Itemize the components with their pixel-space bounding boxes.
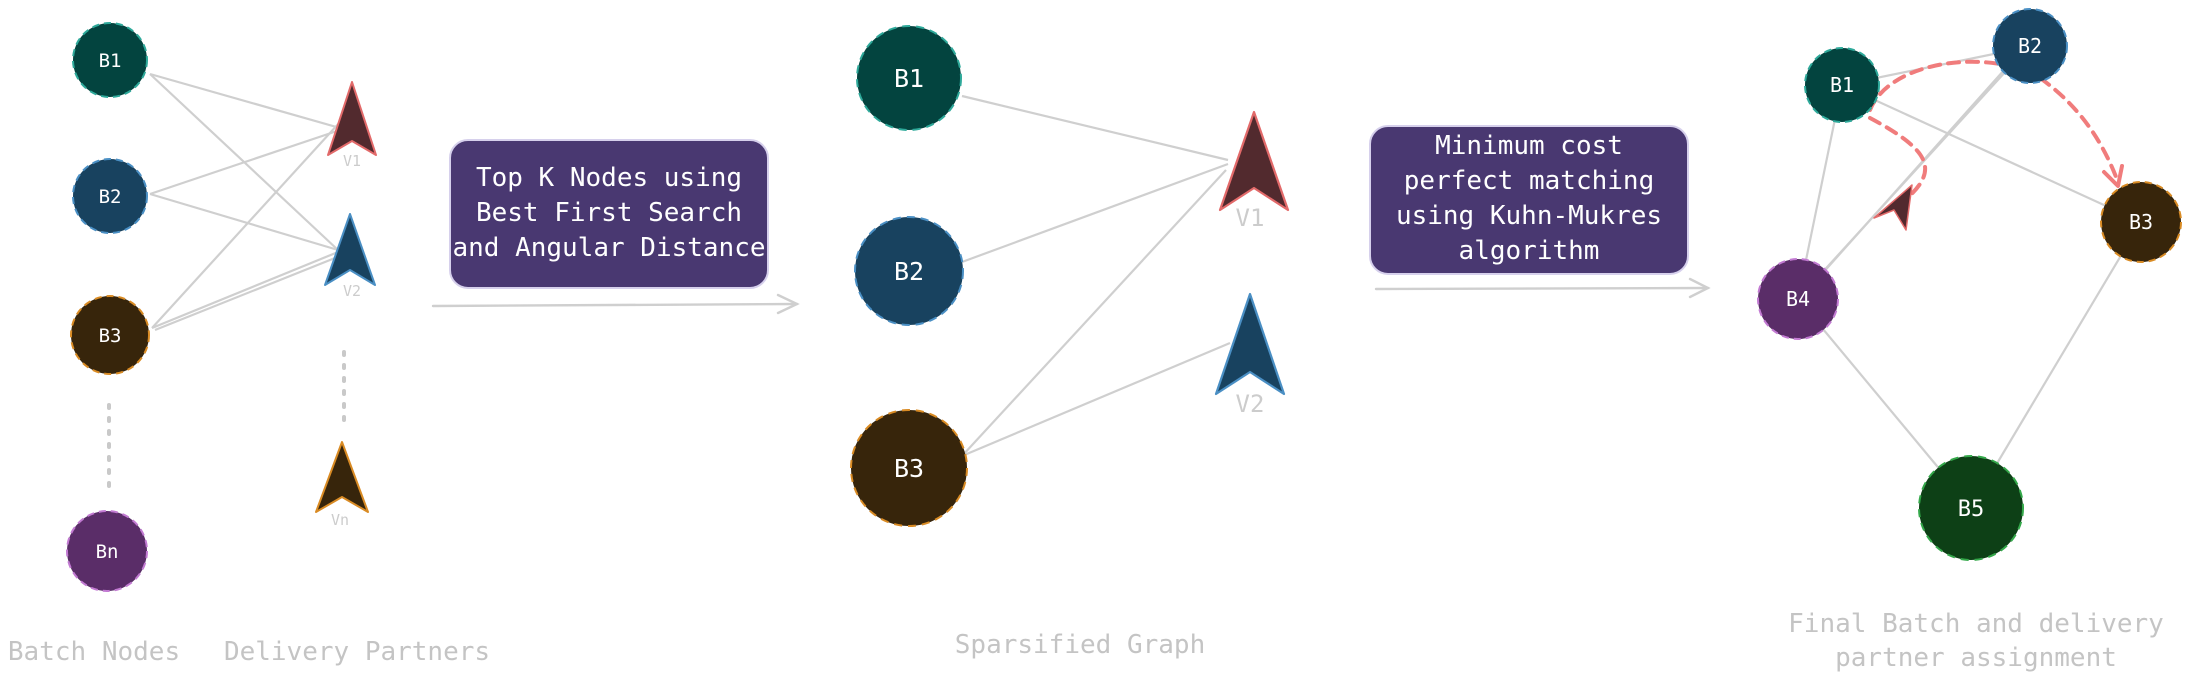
edge-b2-v2 — [149, 192, 339, 252]
batch-node-bn: Bn — [66, 510, 148, 592]
step-matching-box — [1369, 125, 1689, 275]
arrow-head-icon — [1688, 277, 1711, 299]
vehicle-arrow-icon — [324, 213, 376, 286]
edge-b2-v1 — [961, 162, 1229, 264]
batch-node-b2: B2 — [72, 158, 148, 234]
edge-b1-v1 — [961, 94, 1229, 162]
partner-vn: Vn — [315, 441, 369, 529]
step-top-k: Top K Nodes using Best First Search and … — [431, 139, 800, 315]
step-top-k-arrow — [431, 293, 800, 315]
edge-b3-v2 — [151, 250, 339, 330]
batch-node-b2-circle — [1992, 8, 2068, 84]
arrow-head-icon — [776, 293, 800, 315]
partner-v2: V2 — [1214, 292, 1286, 418]
caption-delivery-partners: Delivery Partners — [224, 637, 490, 667]
panel-sparsified-graph: B1 B2 B3 V1 V2 Sparsified Graph — [850, 25, 1290, 660]
batch-node-b1-label: B1 — [1830, 73, 1854, 97]
batch-node-b4: B4 — [1757, 258, 1839, 340]
caption-final-assignment-line-1: Final Batch and delivery — [1788, 609, 2164, 639]
step-top-k-arrow-shaft — [431, 302, 799, 308]
batch-node-b3-label: B3 — [2129, 210, 2153, 234]
vehicle-arrow-icon — [327, 81, 377, 156]
partner-v1: V1 — [1218, 110, 1290, 232]
batch-node-b1-circle — [1804, 47, 1880, 123]
caption-final-assignment-line-2: partner assignment — [1835, 643, 2117, 673]
edge-b1-b3 — [1841, 83, 2142, 224]
vehicle-arrow-icon — [315, 441, 369, 513]
batch-node-b3: B3 — [850, 409, 968, 527]
partner-v1-label: V1 — [343, 152, 361, 170]
edge-b3-b5 — [1970, 221, 2142, 508]
batch-node-b2-label: B2 — [2018, 34, 2042, 58]
step-top-k-line-2: Best First Search — [476, 198, 742, 228]
edge-b3-v1 — [151, 121, 341, 329]
edge-b1-v1 — [149, 72, 341, 130]
panel2-edges — [961, 94, 1231, 458]
batch-node-b3-circle — [2100, 181, 2182, 263]
batch-node-b2: B2 — [1992, 8, 2068, 84]
batch-node-b5-circle — [1918, 455, 2024, 561]
batch-node-b2: B2 — [854, 216, 964, 326]
edge-b3-v1 — [961, 169, 1227, 457]
edge-b3-v2b — [154, 254, 341, 332]
vehicle-arrow-icon — [1218, 110, 1290, 212]
step-matching-arrow-shaft — [1374, 286, 1710, 291]
step-matching-arrow — [1374, 277, 1711, 299]
batch-node-b1: B1 — [1804, 47, 1880, 123]
vehicle-arrow-icon — [1873, 184, 1913, 231]
batch-node-b5: B5 — [1918, 455, 2024, 561]
route-arrow-head-icon — [2102, 164, 2124, 188]
batch-node-b3-label: B3 — [894, 454, 924, 483]
caption-sparsified-graph: Sparsified Graph — [955, 630, 1205, 660]
partner-v2-label: V2 — [1236, 390, 1265, 418]
batch-node-b1-label: B1 — [894, 64, 924, 93]
edge-b2-v1 — [149, 128, 341, 196]
batch-node-b4-label: B4 — [1786, 287, 1810, 311]
caption-batch-nodes: Batch Nodes — [8, 637, 180, 667]
step-top-k-line-3: and Angular Distance — [452, 233, 765, 263]
batch-node-b2-label: B2 — [894, 257, 924, 286]
batch-node-b3-circle — [850, 409, 968, 527]
partner-v2-label: V2 — [343, 282, 361, 300]
batch-node-b3-label: B3 — [99, 325, 122, 347]
batch-node-b1-circle — [72, 22, 148, 98]
batch-node-b2-label: B2 — [99, 186, 122, 208]
step-matching-line-2: perfect matching — [1404, 166, 1654, 196]
panel1-edges — [149, 72, 341, 332]
batch-node-b2-circle — [72, 158, 148, 234]
step-matching-line-3: using Kuhn-Mukres — [1396, 201, 1662, 231]
partner-v2: V2 — [324, 213, 376, 300]
vehicle-arrow-icon — [1214, 292, 1286, 396]
batch-node-b3: B3 — [70, 295, 150, 375]
partner-v1-label: V1 — [1236, 204, 1265, 232]
batch-node-b1: B1 — [72, 22, 148, 98]
panel-final-assignment: B1 B2 B3 B4 B5 Final Batch and delivery … — [1757, 8, 2182, 673]
batch-node-b3: B3 — [2100, 181, 2182, 263]
batch-node-b1: B1 — [856, 25, 962, 131]
batch-node-b4-circle — [1757, 258, 1839, 340]
edge-b3-v2 — [961, 341, 1231, 458]
partner-vn-label: Vn — [331, 511, 349, 529]
batch-node-b1-circle — [856, 25, 962, 131]
step-matching-line-1: Minimum cost — [1435, 131, 1623, 161]
step-top-k-box — [449, 139, 769, 289]
batch-node-bn-label: Bn — [96, 541, 119, 563]
batch-node-b3-circle — [70, 295, 150, 375]
batch-node-b1-label: B1 — [99, 50, 122, 72]
step-min-cost-matching: Minimum cost perfect matching using Kuhn… — [1369, 125, 1711, 299]
batch-node-bn-circle — [66, 510, 148, 592]
step-matching-line-4: algorithm — [1459, 236, 1600, 266]
step-top-k-line-1: Top K Nodes using — [476, 163, 742, 193]
batch-node-b2-circle — [854, 216, 964, 326]
partner-v1: V1 — [327, 81, 377, 170]
panel-initial-graph: B1 B2 B3 Bn V1 V2 Vn Batch Nodes Deliver… — [8, 22, 490, 667]
batch-node-b5-label: B5 — [1958, 497, 1985, 522]
edge-b2-b4b — [1803, 49, 2023, 295]
